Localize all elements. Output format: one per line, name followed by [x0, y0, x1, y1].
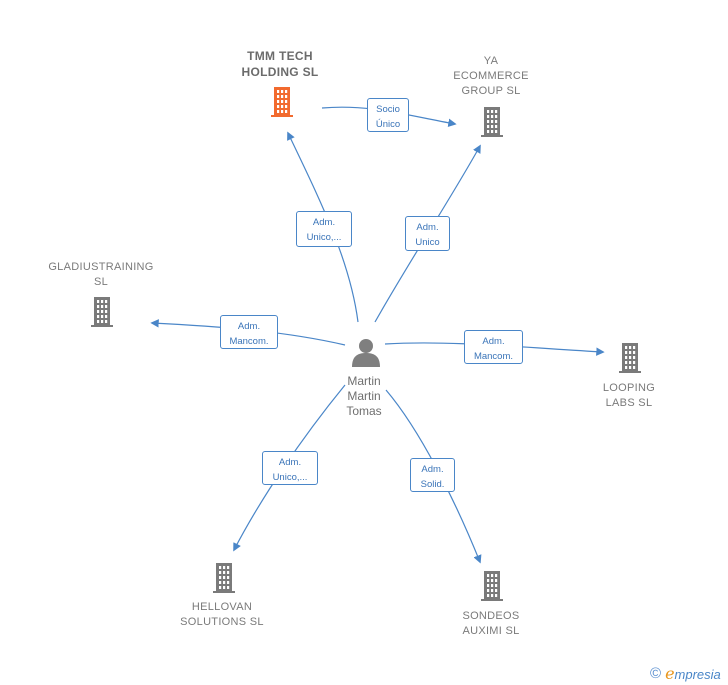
edge-label-r-tmm-ya[interactable]: Socio Único [367, 98, 409, 132]
building-icon-looping[interactable] [619, 343, 641, 373]
company-name-sondeos[interactable]: SONDEOS AUXIMI SL [462, 610, 520, 637]
person-icon[interactable] [352, 339, 380, 367]
company-name-hellovan[interactable]: HELLOVAN SOLUTIONS SL [180, 601, 264, 628]
edge-label-r-ya[interactable]: Adm. Unico [405, 216, 450, 251]
building-icon-sondeos[interactable] [481, 571, 503, 601]
company-name-looping[interactable]: LOOPING LABS SL [602, 382, 656, 409]
edge-label-r-tmm[interactable]: Adm. Unico,... [296, 211, 352, 247]
building-icon-ya[interactable] [481, 107, 503, 137]
icons [91, 87, 641, 601]
building-icon-hellovan[interactable] [213, 563, 235, 593]
brand-logo-text: mpresia [674, 667, 721, 682]
building-icon-tmm[interactable] [271, 87, 293, 117]
edge-label-r-hellovan[interactable]: Adm. Unico,... [262, 451, 318, 485]
brand-logo-e: e [665, 664, 675, 683]
edge-label-r-looping[interactable]: Adm. Mancom. [464, 330, 523, 364]
empresia-brand[interactable]: © empresia [650, 664, 721, 683]
edge-label-r-gladius[interactable]: Adm. Mancom. [220, 315, 278, 349]
person-name[interactable]: Martin Martin Tomas [346, 374, 382, 418]
company-name-tmm[interactable]: TMM TECH HOLDING SL [241, 49, 319, 79]
company-name-gladius[interactable]: GLADIUSTRAINING SL [48, 261, 154, 288]
edge-label-r-sondeos[interactable]: Adm. Solid. [410, 458, 455, 492]
company-name-ya[interactable]: YA ECOMMERCE GROUP SL [453, 55, 529, 97]
building-icon-gladius[interactable] [91, 297, 113, 327]
copyright-icon: © [650, 665, 662, 682]
